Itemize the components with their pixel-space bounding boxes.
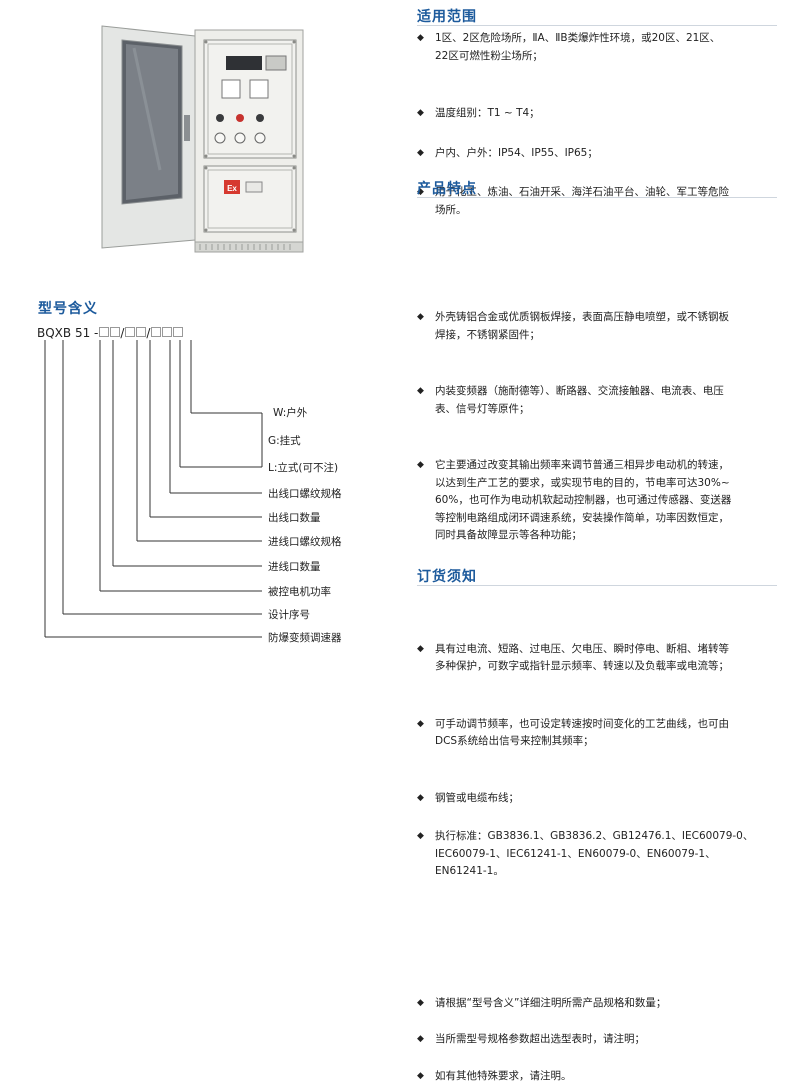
item-line: 执行标准：GB3836.1、GB3836.2、GB12476.1、IEC6007… — [435, 828, 787, 846]
item-line: 户内、户外：IP54、IP55、IP65； — [435, 145, 787, 163]
legend-inlet-count: 进线口数量 — [268, 559, 321, 574]
scope-item: ◆ 1区、2区危险场所，ⅡA、ⅡB类爆炸性环境，或20区、21区、 22区可燃性… — [417, 30, 787, 65]
legend-product-name: 防爆变频调速器 — [268, 630, 342, 645]
item-line: 具有过电流、短路、过电压、欠电压、瞬时停电、断相、堵转等 — [435, 641, 787, 659]
item-line: 以达到生产工艺的要求，或实现节电的目的，节电率可达30%~ — [435, 475, 787, 493]
features-item: ◆ 外壳铸铝合金或优质钢板焊接，表面高压静电喷塑，或不锈钢板 焊接，不锈钢紧固件… — [417, 309, 787, 344]
item-line: 22区可燃性粉尘场所； — [435, 48, 787, 66]
legend-outlet-count: 出线口数量 — [268, 510, 321, 525]
code-box — [136, 327, 146, 337]
features-item: ◆ 可手动调节频率，也可设定转速按时间变化的工艺曲线，也可由 DCS系统给出信号… — [417, 716, 787, 751]
code-box — [99, 327, 109, 337]
item-line: 如有其他特殊要求，请注明。 — [435, 1068, 787, 1085]
bullet-icon: ◆ — [417, 145, 424, 163]
code-box — [162, 327, 172, 337]
cabinet-photo: Ex — [100, 20, 305, 255]
bullet-icon: ◆ — [417, 1068, 424, 1085]
legend-g: G:挂式 — [268, 433, 301, 448]
code-box — [110, 327, 120, 337]
item-line: 60%，也可作为电动机软起动控制器，也可通过传感器、变送器 — [435, 492, 787, 510]
bullet-icon: ◆ — [417, 1031, 424, 1049]
item-line: EN61241-1。 — [435, 863, 787, 881]
bullet-icon: ◆ — [417, 30, 424, 48]
bullet-icon: ◆ — [417, 995, 424, 1013]
features-item: ◆ 钢管或电缆布线； — [417, 790, 787, 808]
bullet-icon: ◆ — [417, 105, 424, 123]
legend-motor-power: 被控电机功率 — [268, 584, 331, 599]
item-line: 焊接，不锈钢紧固件； — [435, 327, 787, 345]
model-code-prefix: BQXB 51 - — [37, 326, 98, 340]
item-line: 场所。 — [435, 202, 787, 220]
item-line: 可手动调节频率，也可设定转速按时间变化的工艺曲线，也可由 — [435, 716, 787, 734]
ordering-title: 订货须知 — [417, 566, 477, 586]
item-line: 钢管或电缆布线； — [435, 790, 787, 808]
code-box — [125, 327, 135, 337]
features-item: ◆ 具有过电流、短路、过电压、欠电压、瞬时停电、断相、堵转等 多种保护，可数字或… — [417, 641, 787, 676]
bullet-icon: ◆ — [417, 383, 424, 401]
scope-item: ◆ 温度组别：T1 ~ T4； — [417, 105, 787, 123]
bullet-icon: ◆ — [417, 716, 424, 734]
scope-item: ◆ 户内、户外：IP54、IP55、IP65； — [417, 145, 787, 163]
features-item: ◆ 执行标准：GB3836.1、GB3836.2、GB12476.1、IEC60… — [417, 828, 787, 881]
item-line: DCS系统给出信号来控制其频率； — [435, 733, 787, 751]
item-line: 表、信号灯等原件； — [435, 401, 787, 419]
ordering-item: ◆ 如有其他特殊要求，请注明。 — [417, 1068, 787, 1085]
legend-w: W:户外 — [273, 405, 307, 420]
ordering-divider — [417, 585, 777, 586]
item-line: 1区、2区危险场所，ⅡA、ⅡB类爆炸性环境，或20区、21区、 — [435, 30, 787, 48]
item-line: 同时具备故障显示等各种功能； — [435, 527, 787, 545]
item-line: 温度组别：T1 ~ T4； — [435, 105, 787, 123]
item-line: 请根据“型号含义”详细注明所需产品规格和数量； — [435, 995, 787, 1013]
item-line: IEC60079-1、IEC61241-1、EN60079-0、EN60079-… — [435, 846, 787, 864]
features-item: ◆ 内装变频器（施耐德等）、断路器、交流接触器、电流表、电压 表、信号灯等原件； — [417, 383, 787, 418]
code-separator: / — [146, 326, 150, 340]
legend-design-serial: 设计序号 — [268, 607, 310, 622]
scope-divider — [417, 25, 777, 26]
item-line: 外壳铸铝合金或优质钢板焊接，表面高压静电喷塑，或不锈钢板 — [435, 309, 787, 327]
legend-l: L:立式(可不注) — [268, 460, 338, 475]
code-separator: / — [120, 326, 124, 340]
features-item: ◆ 它主要通过改变其输出频率来调节普通三相异步电动机的转速， 以达到生产工艺的要… — [417, 457, 787, 545]
bullet-icon: ◆ — [417, 457, 424, 475]
features-divider — [417, 197, 777, 198]
code-box — [151, 327, 161, 337]
legend-inlet-thread: 进线口螺纹规格 — [268, 534, 342, 549]
features-title: 产品特点 — [417, 178, 477, 198]
item-line: 当所需型号规格参数超出选型表时，请注明； — [435, 1031, 787, 1049]
bullet-icon: ◆ — [417, 309, 424, 327]
item-line: 它主要通过改变其输出频率来调节普通三相异步电动机的转速， — [435, 457, 787, 475]
model-meaning-title: 型号含义 — [38, 298, 98, 318]
scope-title: 适用范围 — [417, 6, 477, 26]
bullet-icon: ◆ — [417, 790, 424, 808]
item-line: 内装变频器（施耐德等）、断路器、交流接触器、电流表、电压 — [435, 383, 787, 401]
item-line: 用于化工、炼油、石油开采、海洋石油平台、油轮、军工等危险 — [435, 184, 787, 202]
ordering-item: ◆ 请根据“型号含义”详细注明所需产品规格和数量； — [417, 995, 787, 1013]
legend-outlet-thread: 出线口螺纹规格 — [268, 486, 342, 501]
bullet-icon: ◆ — [417, 641, 424, 659]
item-line: 多种保护，可数字或指针显示频率、转速以及负载率或电流等； — [435, 658, 787, 676]
bullet-icon: ◆ — [417, 828, 424, 846]
item-line: 等控制电路组成闭环调速系统，安装操作简单，功率因数恒定， — [435, 510, 787, 528]
ordering-item: ◆ 当所需型号规格参数超出选型表时，请注明； — [417, 1031, 787, 1049]
model-code: BQXB 51 - / / — [37, 326, 183, 340]
code-box — [173, 327, 183, 337]
ex-mark: Ex — [227, 184, 237, 193]
